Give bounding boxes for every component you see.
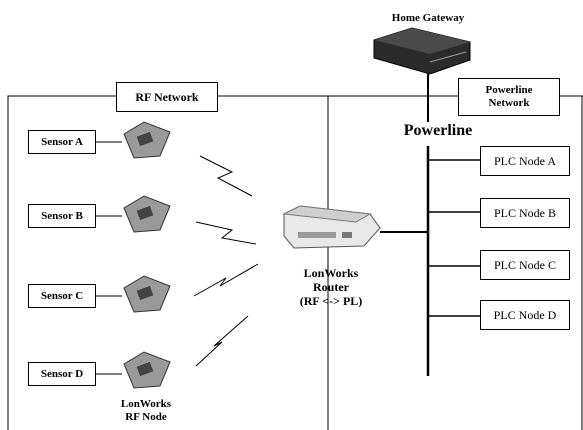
home-gateway-icon (373, 27, 471, 75)
plc-node-a-label: PLC Node A (493, 153, 556, 168)
home-gateway-title: Home Gateway (391, 12, 465, 24)
rf-node-caption-line1: LonWorks (120, 398, 172, 410)
router-caption-line2: Router (313, 280, 349, 294)
wireless-bolt-d (195, 315, 249, 367)
sensor-a-box: Sensor A (28, 130, 96, 154)
sensor-d-label: Sensor D (40, 368, 84, 380)
rf-module-icon-b (123, 195, 171, 233)
sensor-b-label: Sensor B (41, 210, 83, 222)
plc-node-c-label: PLC Node C (493, 257, 556, 272)
router-caption-line1: LonWorks (303, 266, 359, 280)
powerline-network-label-line1: Powerline (485, 84, 533, 96)
plc-node-b-box: PLC Node B (480, 198, 570, 228)
powerline-title: Powerline (403, 122, 473, 139)
rf-module-icon-d (123, 351, 171, 389)
sensor-b-box: Sensor B (28, 204, 96, 228)
rf-network-label: RF Network (116, 82, 218, 112)
wireless-bolt-b (195, 221, 257, 245)
plc-node-a-box: PLC Node A (480, 146, 570, 176)
plc-node-c-box: PLC Node C (480, 250, 570, 280)
plc-node-d-box: PLC Node D (480, 300, 570, 330)
sensor-d-box: Sensor D (28, 362, 96, 386)
router-device-icon (282, 205, 381, 249)
sensor-c-box: Sensor C (28, 284, 96, 308)
rf-network-label-text: RF Network (135, 89, 199, 104)
powerline-network-label: Powerline Network (458, 78, 560, 116)
rf-node-caption: LonWorks RF Node (104, 398, 188, 424)
wireless-bolt-c (193, 263, 259, 297)
sensor-a-label: Sensor A (41, 136, 83, 148)
sensor-c-label: Sensor C (40, 290, 84, 302)
rf-module-icon-c (123, 275, 171, 313)
powerline-network-label-line2: Network (488, 97, 530, 109)
router-caption: LonWorks Router (RF <-> PL) (276, 266, 386, 308)
wireless-bolt-a (199, 155, 253, 197)
rf-module-icon-a (123, 121, 171, 159)
rf-node-caption-line2: RF Node (125, 411, 167, 423)
plc-node-d-label: PLC Node D (493, 307, 557, 322)
plc-node-b-label: PLC Node B (493, 205, 556, 220)
router-caption-line3: (RF <-> PL) (299, 294, 363, 308)
